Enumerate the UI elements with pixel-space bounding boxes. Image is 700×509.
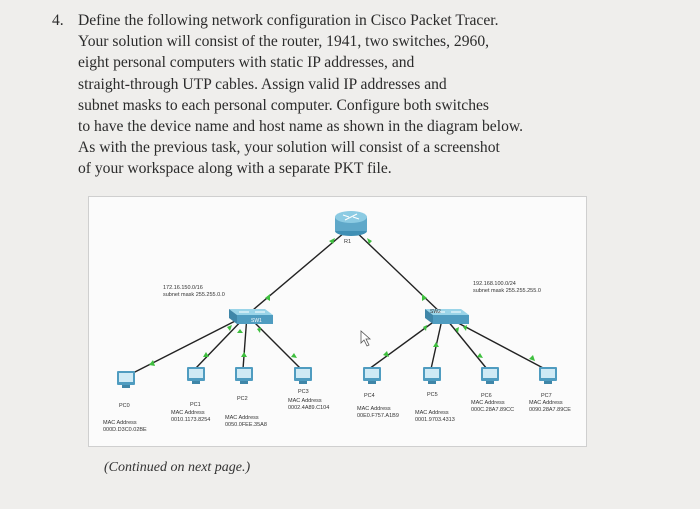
question-line: Your solution will consist of the router… [78, 33, 490, 51]
pc-label: PC0 [119, 403, 130, 409]
cursor-icon [360, 330, 372, 347]
pc-label: PC1 [190, 402, 201, 408]
pc-icon-pc6 [481, 367, 499, 384]
pc-mac-block: MAC Address 0050.0FEE.35A8 [225, 415, 267, 428]
pc-icon-pc5 [423, 367, 441, 384]
switch1-label: SW1 [251, 318, 262, 324]
links [128, 226, 546, 376]
pc-mac-block: MAC Address 0090.28A7.89CE [529, 400, 571, 413]
question-line: to have the device name and host name as… [78, 118, 524, 135]
port-lights [149, 238, 535, 366]
network-left-label: 172.16.150.0/16 subnet mask 255.255.0.0 [163, 285, 225, 298]
router-label: R1 [344, 239, 351, 245]
pc-label: PC5 [427, 392, 438, 398]
pc-mac-block: MAC Address 000C.28A7.89CC [471, 400, 515, 413]
pc-mac-block: MAC Address 000D.D3C0.02BE [103, 420, 147, 433]
topology-svg: R1 SW1 SW2 [117, 211, 557, 388]
question-line: Define the following network configurati… [78, 12, 499, 29]
switch-icon-sw2 [425, 309, 469, 324]
question-line: subnet masks to each personal computer. … [78, 96, 489, 114]
pc-label: PC6 [481, 393, 492, 399]
network-right-label: 192.168.100.0/24 subnet mask 255.255.255… [473, 281, 541, 294]
link-r1-sw1 [246, 226, 352, 316]
question-line: eight personal computers with static IP … [78, 54, 415, 72]
link-sw2-pc4 [368, 314, 444, 370]
pc-icon-pc4 [363, 367, 381, 384]
switch-icon-sw1 [229, 309, 273, 324]
pc-mac-block: MAC Address 00E0.F757.A1B9 [357, 406, 399, 419]
router-icon [335, 211, 367, 236]
question-line: straight-through UTP cables. Assign vali… [78, 75, 447, 93]
pc-icon-pc3 [294, 367, 312, 384]
network-diagram: R1 SW1 SW2 172.1 [88, 196, 587, 447]
pc-icon-pc2 [235, 367, 253, 384]
question-line: of your workspace along with a separate … [78, 160, 392, 178]
pc-icon-pc0 [117, 371, 135, 388]
pc-mac-block: MAC Address 0010.1173.8254 [171, 410, 211, 423]
pc-label: PC2 [237, 396, 248, 402]
pc-mac-block: MAC Address 0002.4A89.C104 [288, 398, 330, 411]
pc-label: PC4 [364, 393, 375, 399]
pc-icons [117, 367, 557, 388]
link-sw1-pc0 [128, 314, 248, 376]
pc-icon-pc1 [187, 367, 205, 384]
pc-label: PC7 [541, 393, 552, 399]
question-number: 4. [52, 12, 64, 29]
pc-label: PC3 [298, 389, 309, 395]
pc-icon-pc7 [539, 367, 557, 384]
question-line: As with the previous task, your solution… [78, 139, 500, 157]
link-r1-sw2 [350, 226, 444, 316]
pc-mac-block: MAC Address 0001.9703.4313 [415, 410, 455, 423]
switch2-label: SW2 [430, 309, 441, 315]
continued-note: (Continued on next page.) [104, 460, 251, 475]
